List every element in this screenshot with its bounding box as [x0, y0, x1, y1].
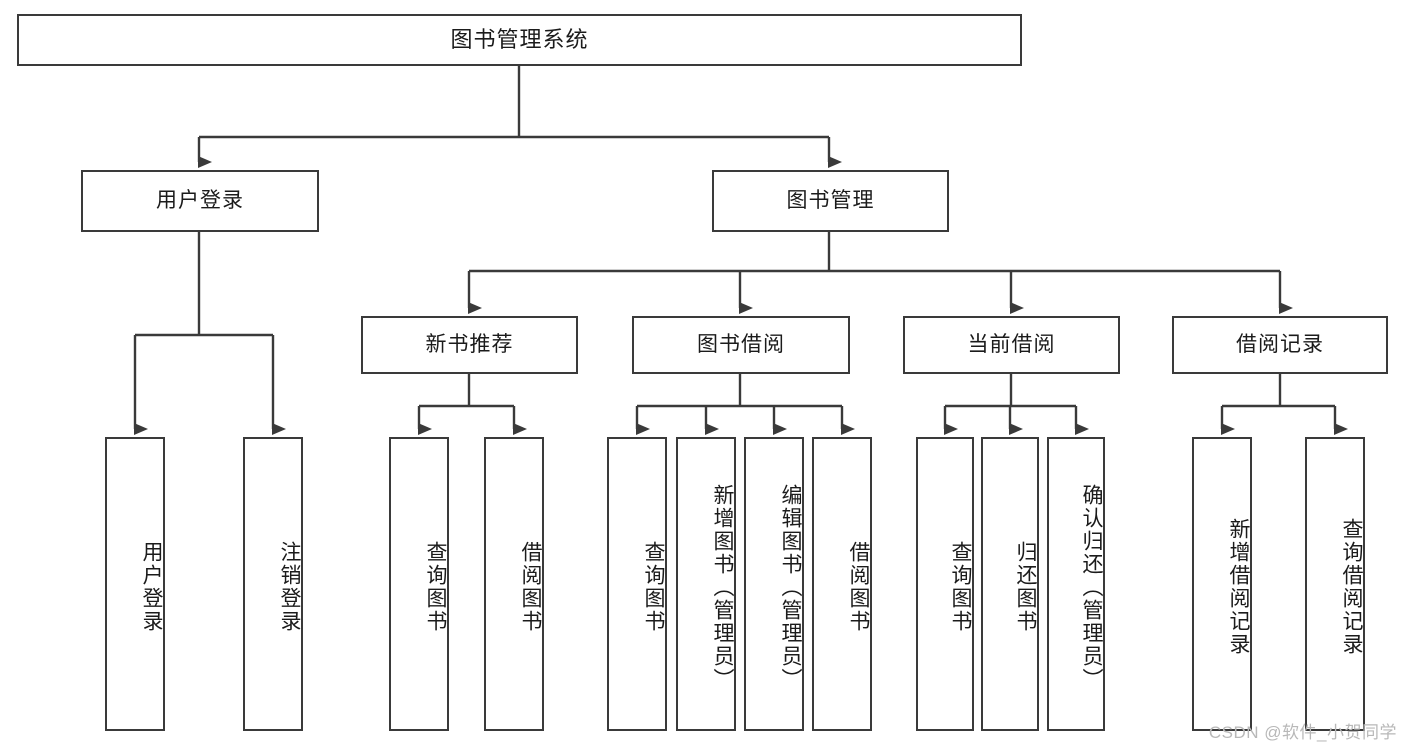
node-book-borrow[interactable]: 图书借阅: [632, 316, 850, 374]
leaf-add-book[interactable]: 新增图书（管理员）: [676, 437, 736, 731]
node-user-login[interactable]: 用户登录: [81, 170, 319, 232]
leaf-query-book-1[interactable]: 查询图书: [389, 437, 449, 731]
node-label: 新书推荐: [425, 333, 514, 357]
node-label: 图书管理系统: [450, 26, 589, 52]
node-label: 借阅图书: [847, 541, 870, 633]
watermark-text: CSDN @软件_小贺同学: [1208, 723, 1397, 742]
node-root-system[interactable]: 图书管理系统: [17, 14, 1022, 66]
node-label: 编辑图书（管理员）: [779, 483, 802, 691]
leaf-add-record[interactable]: 新增借阅记录: [1192, 437, 1252, 731]
node-borrow-record[interactable]: 借阅记录: [1172, 316, 1388, 374]
leaf-query-book-2[interactable]: 查询图书: [607, 437, 667, 731]
leaf-return-book[interactable]: 归还图书: [981, 437, 1039, 731]
leaf-logout[interactable]: 注销登录: [243, 437, 303, 731]
leaf-edit-book[interactable]: 编辑图书（管理员）: [744, 437, 804, 731]
node-label: 借阅图书: [519, 541, 542, 633]
leaf-query-book-3[interactable]: 查询图书: [916, 437, 974, 731]
node-label: 图书借阅: [697, 333, 785, 357]
node-label: 归还图书: [1014, 541, 1037, 633]
leaf-confirm-return[interactable]: 确认归还（管理员）: [1047, 437, 1105, 731]
node-current-borrow[interactable]: 当前借阅: [903, 316, 1120, 374]
node-label: 用户登录: [140, 541, 163, 633]
node-book-manage[interactable]: 图书管理: [712, 170, 949, 232]
node-new-book-rec[interactable]: 新书推荐: [361, 316, 578, 374]
node-label: 新增图书（管理员）: [711, 483, 734, 691]
node-label: 查询图书: [949, 541, 972, 633]
node-label: 查询图书: [424, 541, 447, 633]
leaf-user-login[interactable]: 用户登录: [105, 437, 165, 731]
node-label: 注销登录: [278, 541, 301, 633]
node-label: 图书管理: [786, 189, 875, 213]
node-label: 借阅记录: [1236, 333, 1324, 357]
node-label: 用户登录: [156, 189, 244, 213]
node-label: 查询图书: [642, 541, 665, 633]
leaf-borrow-book-1[interactable]: 借阅图书: [484, 437, 544, 731]
leaf-query-record[interactable]: 查询借阅记录: [1305, 437, 1365, 731]
node-label: 当前借阅: [967, 333, 1056, 357]
node-label: 新增借阅记录: [1227, 518, 1250, 656]
node-label: 查询借阅记录: [1340, 518, 1363, 656]
leaf-borrow-book-2[interactable]: 借阅图书: [812, 437, 872, 731]
node-label: 确认归还（管理员）: [1080, 483, 1103, 691]
